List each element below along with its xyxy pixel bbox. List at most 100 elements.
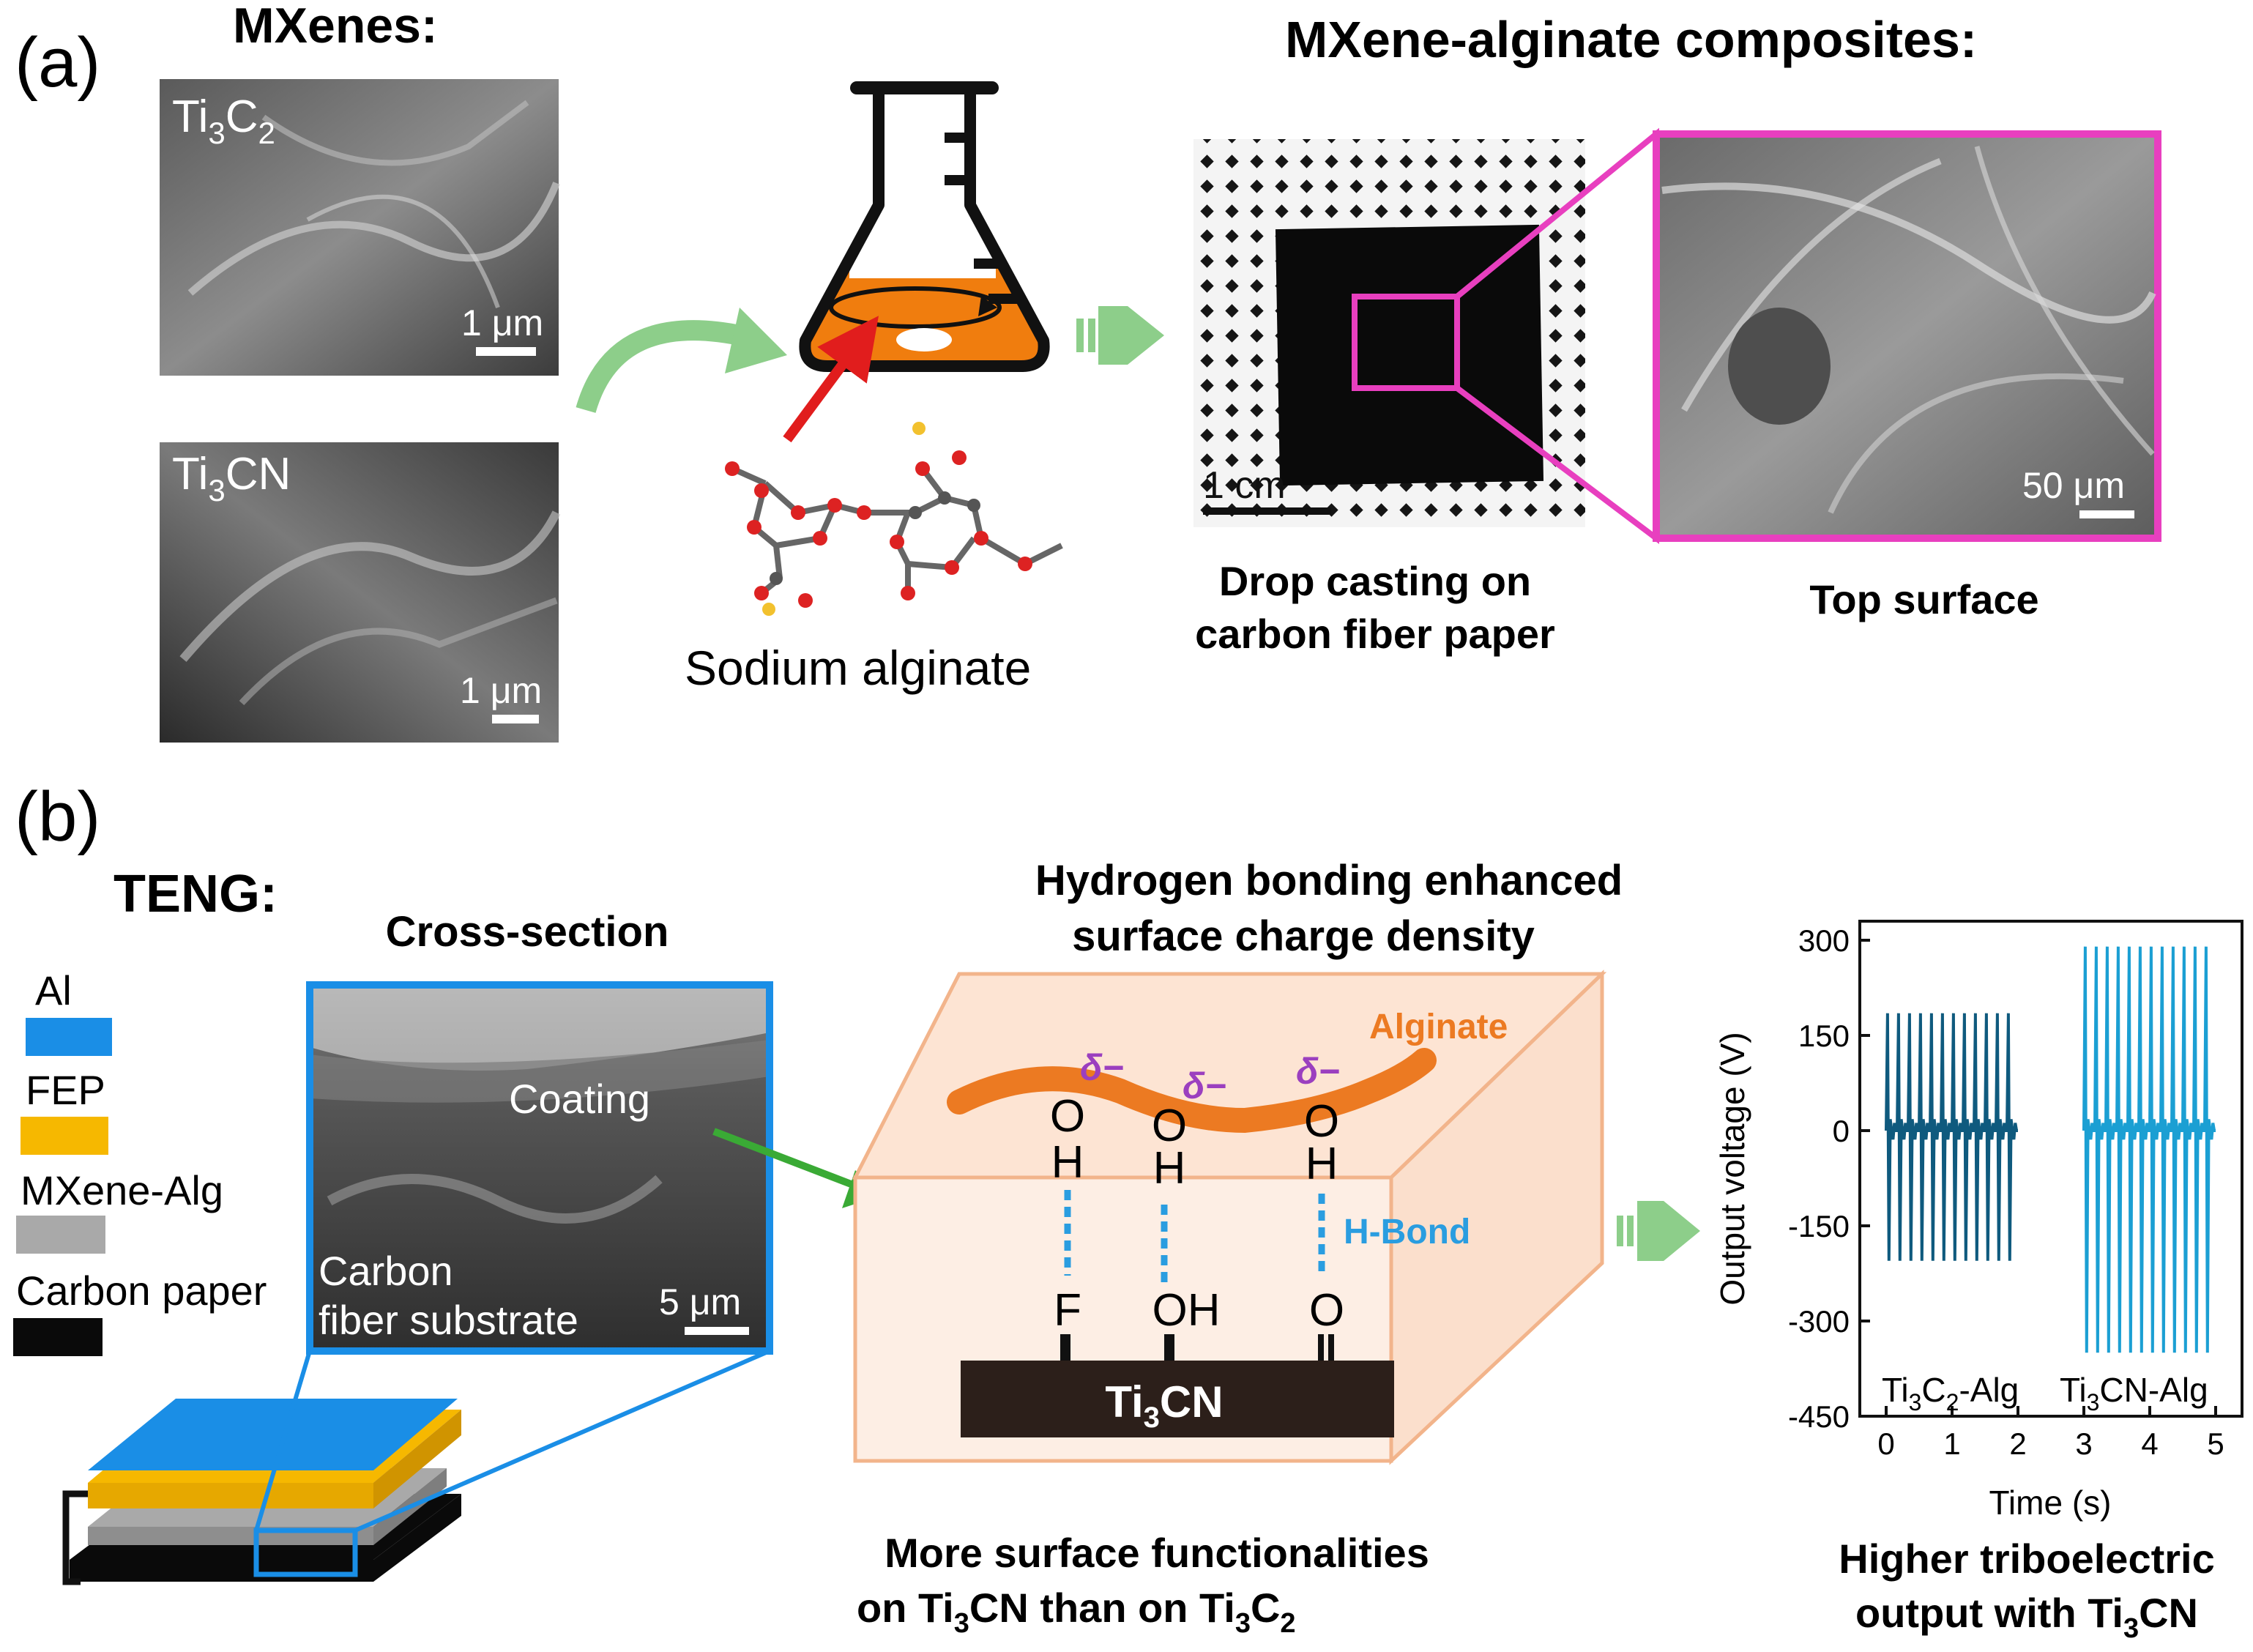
chart-ticks: 300 150 0 -150 -300 -450 0 1 2 3 4 5 bbox=[1788, 923, 2224, 1461]
y-tick-label: -300 bbox=[1788, 1304, 1850, 1339]
top-h-2: H bbox=[1153, 1143, 1186, 1194]
panel-a: (a) MXenes: MXene-alginate composites: T… bbox=[15, 0, 2161, 743]
legend-swatch-al bbox=[26, 1018, 112, 1056]
svg-text:Ti3CN: Ti3CN bbox=[172, 449, 291, 507]
alginate-chain bbox=[947, 1048, 1437, 1134]
scale-label-1: 1 μm bbox=[461, 302, 543, 343]
x-tick-label: 1 bbox=[1943, 1426, 1960, 1461]
mxenes-title: MXenes: bbox=[233, 0, 438, 53]
delta-1: δ− bbox=[1080, 1047, 1124, 1088]
bottom-group-3: O bbox=[1309, 1285, 1344, 1336]
cs-scale-label: 5 μm bbox=[659, 1281, 741, 1322]
hbond-title-line2: surface charge density bbox=[1072, 912, 1535, 960]
green-arrow bbox=[712, 1128, 858, 1190]
chart-ylabel: Output voltage (V) bbox=[1713, 1032, 1751, 1305]
series-label-1: Ti3C2-Alg bbox=[1882, 1371, 2019, 1415]
legend-swatch-mxene bbox=[16, 1216, 105, 1254]
top-h-3: H bbox=[1306, 1139, 1338, 1189]
y-tick-label: 150 bbox=[1798, 1019, 1850, 1053]
sem3-scale-label: 50 μm bbox=[2022, 465, 2125, 506]
y-tick-label: 0 bbox=[1833, 1114, 1850, 1148]
panel-a-label: (a) bbox=[15, 23, 100, 102]
svg-text:Ti3C2: Ti3C2 bbox=[172, 92, 275, 150]
legend-label-mxene: MXene-Alg bbox=[21, 1167, 223, 1213]
red-arrow bbox=[783, 316, 879, 443]
photo-scale-label: 1 cm bbox=[1203, 464, 1286, 507]
teng-device-stack bbox=[62, 1349, 771, 1585]
delta-3: δ− bbox=[1296, 1051, 1340, 1092]
sem-top-surface: 50 μm bbox=[1653, 130, 2161, 542]
top-h-1: H bbox=[1051, 1137, 1084, 1188]
cs-coating-label: Coating bbox=[509, 1076, 650, 1122]
panel-b: (b) TENG: Al FEP MXene-Alg Carbon paper … bbox=[13, 778, 2243, 1644]
caption-more-line2: on Ti3CN than on Ti3C2 bbox=[857, 1585, 1296, 1639]
ti3cn-slab bbox=[961, 1361, 1394, 1437]
device-zoom-box bbox=[253, 1528, 358, 1577]
sem-image-ti3c2: Ti3C2 1 μm bbox=[160, 79, 560, 376]
alginate-label: Sodium alginate bbox=[685, 641, 1031, 695]
caption-more-line1: More surface functionalities bbox=[885, 1530, 1429, 1576]
cross-section-title: Cross-section bbox=[386, 908, 669, 956]
bond-stub-3b bbox=[1328, 1334, 1334, 1362]
chart-xlabel: Time (s) bbox=[1989, 1484, 2112, 1522]
legend-label-carbon: Carbon paper bbox=[16, 1268, 267, 1314]
series-line-1 bbox=[1885, 1013, 2019, 1261]
block-arrow-b bbox=[1617, 1201, 1700, 1261]
x-tick-label: 0 bbox=[1877, 1426, 1894, 1461]
cs-scale-bar bbox=[685, 1327, 749, 1335]
block-arrow-a bbox=[1076, 306, 1164, 365]
bottom-group-2: OH bbox=[1152, 1285, 1221, 1336]
caption-higher-line2: output with Ti3CN bbox=[1855, 1590, 2198, 1644]
cross-section-sem: Coating Carbon fiber substrate 5 μm bbox=[306, 981, 773, 1355]
composites-title: MXene-alginate composites: bbox=[1285, 11, 1977, 68]
hbond-title-line1: Hydrogen bonding enhanced bbox=[1035, 857, 1623, 904]
delta-2: δ− bbox=[1183, 1065, 1226, 1106]
x-tick-label: 3 bbox=[2075, 1426, 2092, 1461]
bond-stub-3a bbox=[1318, 1334, 1324, 1362]
teng-title: TENG: bbox=[113, 865, 278, 923]
bond-stub-2 bbox=[1164, 1334, 1174, 1362]
sem3-scale-bar bbox=[2079, 510, 2134, 518]
y-tick-label: 300 bbox=[1798, 923, 1850, 958]
voltage-chart: 300 150 0 -150 -300 -450 0 1 2 3 4 5 Output voltage… bbox=[1713, 920, 2243, 1522]
legend-label-fep: FEP bbox=[26, 1067, 105, 1113]
x-tick-label: 4 bbox=[2141, 1426, 2158, 1461]
panel-b-label: (b) bbox=[15, 778, 100, 856]
cs-substrate-line1: Carbon bbox=[319, 1248, 453, 1294]
legend-swatch-fep bbox=[21, 1117, 108, 1155]
legend-label-al: Al bbox=[35, 967, 72, 1013]
legend-swatch-carbon bbox=[13, 1318, 103, 1356]
curved-arrow-head bbox=[725, 308, 787, 373]
flask-icon bbox=[799, 81, 1050, 372]
x-tick-label: 5 bbox=[2207, 1426, 2224, 1461]
caption-drop-line2: carbon fiber paper bbox=[1195, 611, 1555, 657]
hbond-label: H-Bond bbox=[1344, 1213, 1470, 1251]
caption-drop-line1: Drop casting on bbox=[1219, 558, 1531, 604]
y-tick-label: -150 bbox=[1788, 1209, 1850, 1243]
series-line-2 bbox=[2082, 946, 2216, 1353]
alginate-molecule-icon bbox=[731, 466, 1063, 596]
legend: Al FEP MXene-Alg Carbon paper bbox=[13, 967, 267, 1356]
curved-arrow bbox=[576, 320, 750, 414]
photo-scale-bar bbox=[1203, 507, 1331, 515]
scale-bar-1 bbox=[476, 347, 536, 356]
chart-series bbox=[1885, 946, 2216, 1353]
top-atom-3: O bbox=[1304, 1096, 1339, 1147]
sample-photo: 1 cm bbox=[1193, 139, 1585, 527]
bond-stub-1 bbox=[1060, 1334, 1070, 1362]
top-atom-2: O bbox=[1152, 1101, 1187, 1151]
y-tick-label: -450 bbox=[1788, 1399, 1850, 1434]
caption-top-surface: Top surface bbox=[1809, 576, 2038, 622]
x-tick-label: 2 bbox=[2009, 1426, 2026, 1461]
bottom-group-1: F bbox=[1054, 1285, 1081, 1336]
cs-substrate-line2: fiber substrate bbox=[319, 1297, 578, 1343]
caption-higher-line1: Higher triboelectric bbox=[1839, 1536, 2214, 1582]
scale-bar-2 bbox=[492, 715, 539, 723]
scale-label-2: 1 μm bbox=[460, 670, 542, 711]
alginate-atoms bbox=[725, 422, 1032, 616]
slab-label: Ti3CN bbox=[1105, 1377, 1223, 1434]
top-atom-1: O bbox=[1050, 1091, 1085, 1142]
alginate-chain-label: Alginate bbox=[1369, 1008, 1508, 1046]
hbond-box bbox=[852, 970, 1607, 1465]
